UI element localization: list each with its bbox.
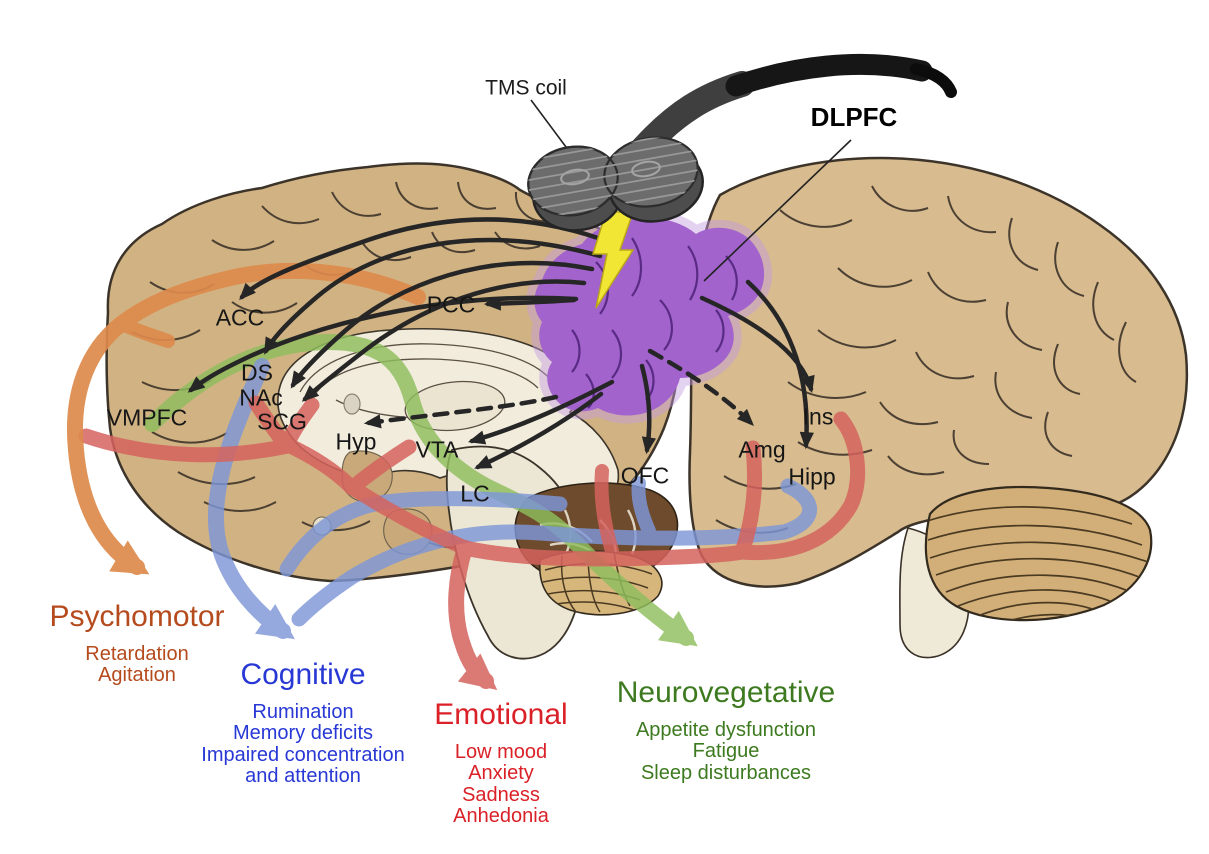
symptom: Anxiety — [468, 762, 534, 784]
arrow-to-ds — [263, 237, 603, 355]
cerebellum — [924, 485, 1153, 622]
region-label-scg: SCG — [257, 408, 307, 435]
pineal-detail — [343, 393, 361, 415]
right-hemisphere-sulci — [715, 185, 1137, 534]
category-emotional: Emotional Low mood Anxiety Sadness Anhed… — [434, 699, 567, 828]
category-neurovegetative: Neurovegetative Appetite dysfunction Fat… — [617, 677, 835, 784]
region-label-ds: DS — [241, 359, 273, 386]
arrow-to-vta — [467, 379, 615, 445]
category-cognitive-symptoms: Rumination Memory deficits Impaired conc… — [193, 700, 413, 788]
symptom: Sleep disturbances — [640, 761, 812, 784]
category-emotional-label: Emotional — [434, 698, 568, 731]
category-psychomotor-symptoms: Retardation Agitation — [49, 642, 224, 687]
tms-coil-label: TMS coil — [485, 76, 567, 100]
symptom: Anhedonia — [453, 805, 549, 827]
region-label-vmpfc: VMPFC — [106, 404, 188, 431]
category-neurovegetative-symptoms: Appetite dysfunction Fatigue Sleep distu… — [617, 718, 835, 785]
arrow-to-scg — [301, 279, 587, 402]
arrow-to-acc — [239, 217, 615, 301]
region-label-ofc: OFC — [620, 462, 670, 489]
arrow-to-amg — [647, 348, 755, 427]
category-emotional-symptoms: Low mood Anxiety Sadness Anhedonia — [434, 740, 567, 828]
region-label-hyp: Hyp — [335, 428, 377, 455]
region-label-pcc: PCC — [426, 291, 476, 318]
projection-arrows — [187, 217, 815, 470]
category-cognitive: Cognitive Rumination Memory deficits Imp… — [193, 659, 413, 788]
symptom: Appetite dysfunction — [635, 718, 817, 741]
arrow-to-lc — [474, 391, 604, 470]
arrow-to-ins — [699, 295, 815, 394]
region-label-ins: Ins — [802, 403, 834, 430]
symptom: Sadness — [462, 783, 540, 806]
tms-coil — [522, 54, 957, 232]
dlpfc-label: DLPFC — [810, 102, 898, 132]
category-cognitive-label: Cognitive — [240, 658, 366, 691]
arrow-to-ofc — [639, 363, 656, 455]
region-label-lc: LC — [460, 480, 490, 507]
dlpfc-pointer-line — [703, 139, 852, 282]
arrow-to-hyp — [363, 394, 559, 429]
arrow-to-hipp — [745, 279, 814, 450]
category-psychomotor: Psychomotor Retardation Agitation — [49, 601, 224, 687]
arrow-to-vmpfc — [187, 295, 579, 393]
region-label-acc: ACC — [215, 304, 265, 331]
symptom: Agitation — [98, 664, 176, 686]
region-label-amg: Amg — [738, 436, 786, 463]
symptom: Impaired concentration and attention — [201, 743, 405, 787]
symptom: Fatigue — [692, 740, 760, 762]
arrow-to-nac — [290, 260, 595, 389]
region-label-hipp: Hipp — [788, 463, 836, 490]
pathway-arrow-psychomotor — [66, 262, 426, 575]
category-neurovegetative-label: Neurovegetative — [616, 676, 836, 709]
symptom: Memory deficits — [232, 722, 374, 744]
symptom: Retardation — [85, 642, 189, 665]
region-label-vta: VTA — [415, 436, 459, 463]
region-label-nac: NAc — [239, 384, 283, 411]
category-psychomotor-label: Psychomotor — [49, 600, 225, 633]
symptom: Low mood — [454, 740, 548, 763]
pathway-arrow-emotional — [78, 395, 866, 690]
tms-coil-pointer-line — [530, 99, 567, 148]
symptom: Rumination — [252, 700, 354, 723]
